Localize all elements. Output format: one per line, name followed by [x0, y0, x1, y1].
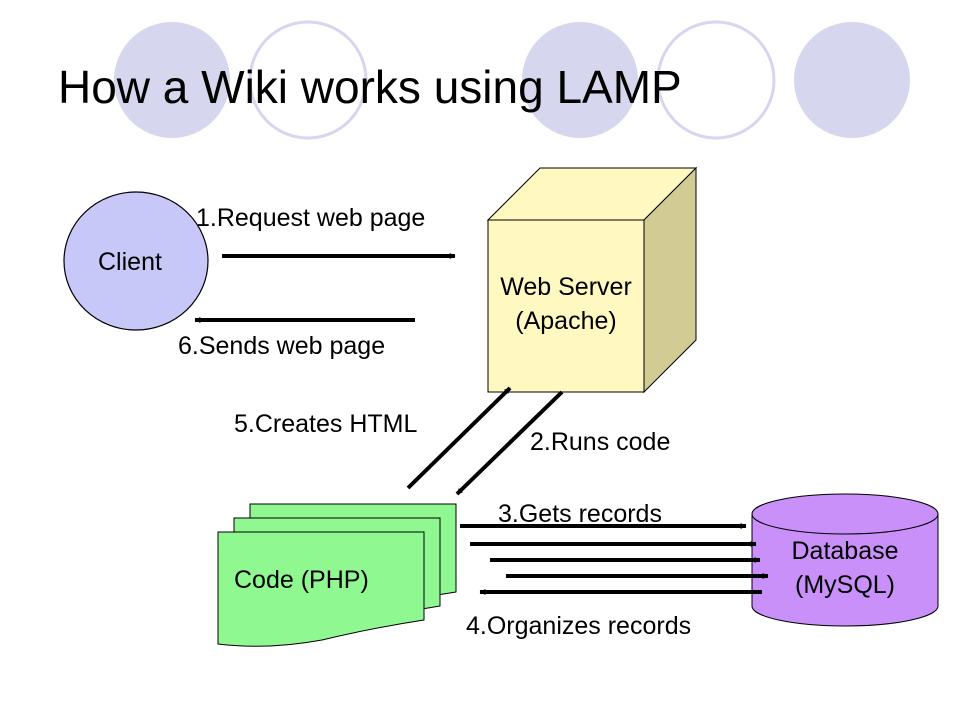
decor-circle [656, 20, 776, 140]
step-6-label: 6.Sends web page [178, 332, 386, 360]
arrows [194, 253, 769, 595]
database-body [751, 513, 939, 627]
step-4-label: 4.Organizes records [466, 612, 692, 640]
database-cylinder [751, 493, 939, 627]
client-label: Client [98, 248, 162, 276]
web-server-front-face [487, 219, 645, 393]
step-2-label: 2.Runs code [530, 428, 671, 456]
code-document-stack [217, 503, 457, 647]
web-server-cube [486, 166, 698, 394]
step-5-label: 5.Creates HTML [234, 410, 418, 438]
code-label: Code (PHP) [234, 566, 369, 594]
client-node [63, 191, 209, 331]
step-1-label: 1.Request web page [196, 204, 426, 232]
database-label-line1: Database [791, 537, 899, 565]
arrow-run-code [455, 390, 564, 496]
web-server-label-line2: (Apache) [515, 307, 617, 335]
decor-circle [248, 20, 368, 140]
database-label-line2: (MySQL) [795, 571, 895, 599]
decor-circle [114, 22, 230, 138]
slide-title: How a Wiki works using LAMP [58, 61, 682, 113]
database-label: Database (MySQL) [760, 534, 930, 602]
decorative-circles [114, 20, 910, 140]
decor-circle [522, 22, 638, 138]
database-top [751, 493, 939, 535]
decor-circle [794, 22, 910, 138]
arrow-create-html [406, 386, 512, 490]
code-page-front [217, 531, 425, 647]
web-server-label-line1: Web Server [500, 273, 632, 301]
step-3-label: 3.Gets records [498, 500, 662, 528]
web-server-label: Web Server (Apache) [476, 270, 656, 338]
